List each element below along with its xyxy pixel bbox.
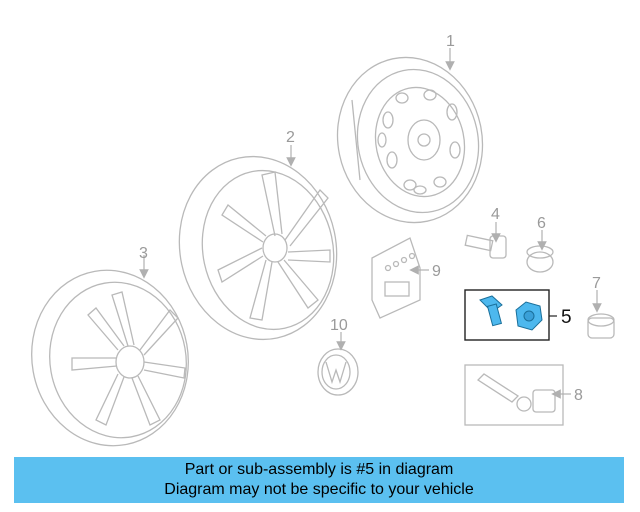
wheel-bolt[interactable] <box>464 234 507 259</box>
banner-line-2: Diagram may not be specific to your vehi… <box>164 481 474 498</box>
callout-9: 9 <box>432 263 441 280</box>
callout-4: 4 <box>491 206 500 223</box>
callout-7: 7 <box>592 275 601 292</box>
nut-cap[interactable] <box>587 313 615 339</box>
alloy-wheel-b[interactable] <box>18 258 202 450</box>
callout-2: 2 <box>286 129 295 146</box>
callout-1: 1 <box>446 33 455 50</box>
parts-diagram: 1 2 3 4 5 6 7 8 9 10 <box>18 33 615 450</box>
info-banner: Part or sub-assembly is #5 in diagram Di… <box>14 457 624 503</box>
callout-8: 8 <box>574 387 583 404</box>
highlighted-part-bolt-set[interactable] <box>464 289 550 341</box>
valve-stem-kit[interactable] <box>464 364 564 426</box>
callout-5: 5 <box>561 307 572 328</box>
alloy-wheel-a[interactable] <box>163 142 354 354</box>
callout-6: 6 <box>537 215 546 232</box>
leader-lines <box>139 48 602 399</box>
lock-code-card[interactable] <box>371 237 421 319</box>
callout-10: 10 <box>330 317 348 334</box>
steel-wheel[interactable] <box>322 44 497 236</box>
center-cap[interactable] <box>317 348 359 396</box>
bolt-cap[interactable] <box>526 245 554 273</box>
banner-line-1: Part or sub-assembly is #5 in diagram <box>184 461 454 478</box>
callout-3: 3 <box>139 245 148 262</box>
